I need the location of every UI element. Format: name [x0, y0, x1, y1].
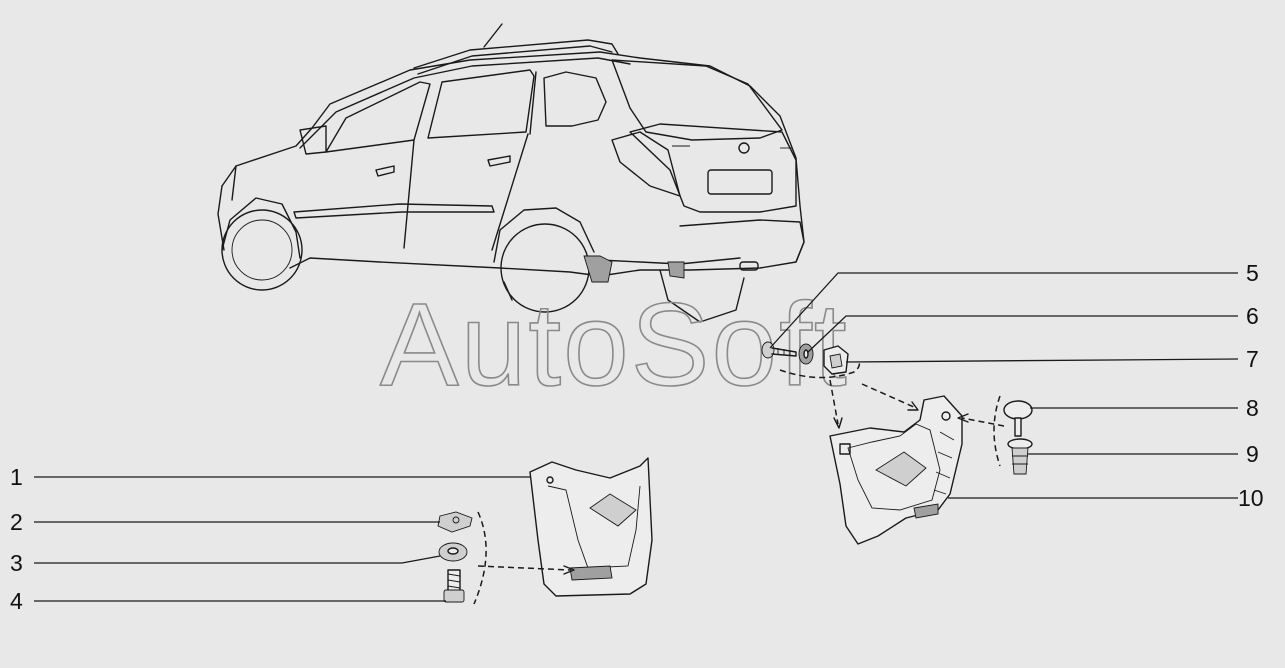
left-mudflap: [529, 457, 653, 597]
callout-9: 9: [1246, 441, 1259, 467]
callout-2: 2: [10, 509, 23, 535]
assembly-lines: [473, 359, 1005, 605]
right-mudflap: [829, 395, 963, 545]
callout-4: 4: [10, 588, 23, 614]
washer-part-6: [798, 343, 814, 365]
clip-nut-part-2: [437, 511, 473, 533]
callout-8: 8: [1246, 395, 1259, 421]
callout-7: 7: [1246, 346, 1259, 372]
bolt-part-4: [443, 569, 465, 603]
clip-part-7: [823, 345, 849, 375]
watermark-text: AutoSoft: [380, 279, 849, 411]
car-illustration: [217, 23, 805, 323]
callout-3: 3: [10, 550, 23, 576]
washer-part-3: [438, 542, 468, 562]
callout-5: 5: [1246, 260, 1259, 286]
callout-1: 1: [10, 464, 23, 490]
leader-lines: [34, 272, 1239, 602]
callout-6: 6: [1246, 303, 1259, 329]
push-pin-part-8: [1003, 400, 1033, 437]
callout-10: 10: [1238, 485, 1264, 511]
grommet-part-9: [1007, 438, 1033, 475]
